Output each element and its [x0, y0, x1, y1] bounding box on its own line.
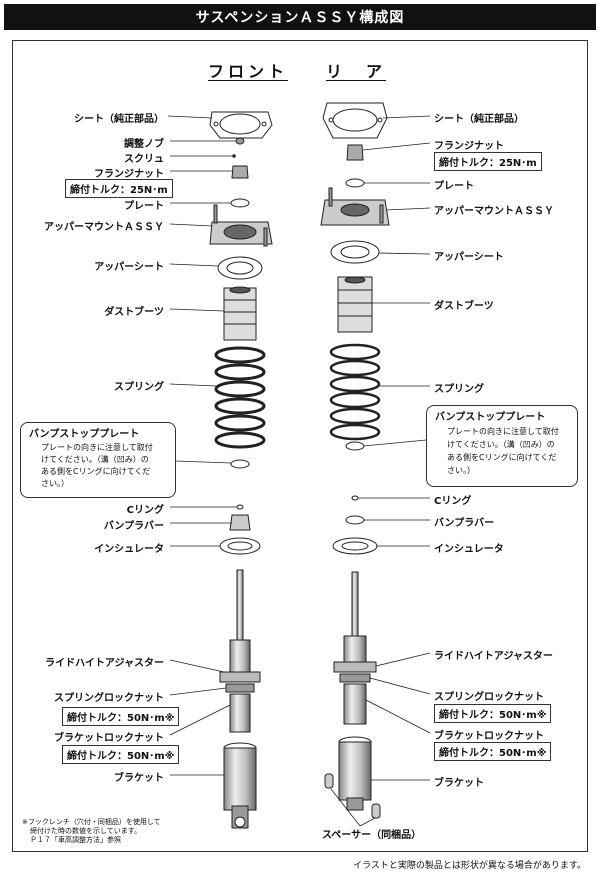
front-c-ring-label: Cリング — [126, 505, 164, 516]
front-upper-seat-part — [217, 256, 263, 280]
rear-bracket-lock-torque-box: 締付トルク：50N･m※ — [434, 742, 552, 761]
front-bracket-part — [223, 742, 257, 829]
rear-ride-height-label: ライドハイトアジャスター — [434, 651, 553, 662]
front-bump-rubber-part — [229, 514, 251, 531]
front-column-heading: フロント — [208, 62, 289, 81]
front-note-line2: けてください。（溝（凹み）の — [41, 455, 149, 464]
rear-note-line2: けてください。（溝（凹み）の — [447, 440, 555, 449]
rear-note-title: バンプストッププレート — [435, 412, 546, 423]
footnote-line1: ※フックレンチ（穴付・同梱品）を使用して — [22, 818, 161, 826]
rear-spacer-part — [324, 773, 381, 819]
front-bracket-label: ブラケット — [114, 773, 164, 784]
rear-column-heading: リ ア — [326, 62, 387, 81]
front-ride-height-label: ライドハイトアジャスター — [45, 658, 164, 669]
rear-flange-torque-box: 締付トルク：25N･m — [434, 152, 542, 171]
rear-flange-nut-part — [346, 144, 364, 161]
front-bump-stop-note: バンプストッププレート プレートの向きに注意して取付 けてください。（溝（凹み）… — [20, 422, 176, 498]
front-adjust-knob-part — [235, 137, 245, 145]
illustration-disclaimer: イラストと実際の製品とは形状が異なる場合があります。 — [353, 861, 586, 871]
footnote-line2: 締付けた時の数値を示しています。 — [30, 827, 142, 835]
front-dust-boots-part — [223, 286, 257, 341]
diagram-frame — [12, 40, 588, 852]
rear-shock-body-part — [333, 571, 377, 725]
front-dust-boots-label: ダストブーツ — [104, 307, 164, 318]
rear-bump-stop-plate-part — [345, 441, 365, 451]
rear-dust-boots-part — [337, 276, 373, 333]
front-spring-lock-label: スプリングロックナット — [54, 693, 164, 704]
rear-c-ring-part — [351, 495, 359, 501]
front-note-line4: さい。） — [41, 479, 69, 488]
rear-spacer-label: スペーサー（同梱品） — [322, 830, 422, 841]
front-insulator-part — [219, 537, 261, 555]
rear-seat-label: シート（純正部品） — [434, 114, 524, 125]
rear-bump-rubber-label: バンプラバー — [434, 518, 495, 529]
page-title: サスペンションＡＳＳＹ構成図 — [4, 4, 596, 30]
torque-footnote: ※フックレンチ（穴付・同梱品）を使用して 締付けた時の数値を示しています。 Ｐ１… — [22, 818, 161, 845]
rear-insulator-part — [332, 537, 378, 555]
footnote-line3: Ｐ１７「車高調整方法」参照 — [30, 836, 121, 844]
front-shock-body-part — [219, 569, 261, 733]
front-seat-part — [209, 111, 273, 139]
rear-bracket-label: ブラケット — [434, 778, 484, 789]
rear-plate-part — [345, 178, 365, 188]
rear-note-line4: さい。） — [447, 466, 475, 475]
front-bump-rubber-label: バンプラバー — [103, 521, 164, 532]
rear-plate-label: プレート — [434, 181, 474, 192]
rear-spring-label: スプリング — [434, 384, 484, 395]
front-adjust-knob-label: 調整ノブ — [124, 139, 164, 150]
rear-insulator-label: インシュレータ — [434, 544, 504, 555]
front-insulator-label: インシュレータ — [94, 544, 164, 555]
rear-dust-boots-label: ダストブーツ — [434, 301, 494, 312]
rear-bump-stop-note: バンプストッププレート プレートの向きに注意して取付 けてください。（溝（凹み）… — [426, 405, 578, 487]
front-plate-label: プレート — [124, 201, 164, 212]
front-screw-label: スクリュ — [124, 154, 164, 165]
front-flange-torque-box: 締付トルク：25N･m — [65, 179, 173, 198]
rear-spring-lock-torque-box: 締付トルク：50N･m※ — [434, 704, 552, 723]
rear-note-line3: ある側をCリングに向けてくだ — [447, 453, 557, 462]
rear-upper-mount-part — [320, 187, 390, 226]
front-flange-nut-part — [231, 165, 249, 179]
rear-upper-mount-label: アッパーマウントＡＳＳＹ — [434, 206, 554, 217]
front-note-line1: プレートの向きに注意して取付 — [41, 443, 153, 452]
rear-spring-lock-label: スプリングロックナット — [434, 692, 544, 703]
rear-seat-part — [322, 102, 388, 139]
rear-c-ring-label: Cリング — [434, 496, 472, 507]
front-note-line3: ある側をCリングに向けてくだ — [41, 467, 151, 476]
rear-bracket-lock-label: ブラケットロックナット — [434, 731, 544, 742]
front-screw-part — [232, 154, 236, 158]
front-upper-mount-part — [209, 204, 273, 247]
front-spring-part — [214, 346, 266, 449]
front-upper-seat-label: アッパーシート — [94, 262, 164, 273]
rear-spring-part — [329, 343, 381, 441]
front-c-ring-part — [236, 504, 244, 510]
rear-upper-seat-part — [330, 240, 380, 264]
front-spring-lock-torque-box: 締付トルク：50N･m※ — [62, 707, 180, 726]
front-bracket-lock-label: ブラケットロックナット — [54, 733, 164, 744]
front-upper-mount-label: アッパーマウントＡＳＳＹ — [44, 222, 164, 233]
front-spring-label: スプリング — [114, 382, 164, 393]
rear-flange-nut-label: フランジナット — [434, 141, 504, 152]
rear-upper-seat-label: アッパーシート — [434, 252, 504, 263]
front-flange-nut-label: フランジナット — [94, 169, 164, 180]
front-note-title: バンプストッププレート — [29, 429, 140, 440]
rear-bracket-part — [338, 736, 372, 811]
rear-note-line1: プレートの向きに注意して取付 — [447, 427, 559, 436]
front-bracket-lock-torque-box: 締付トルク：50N･m※ — [62, 745, 180, 764]
front-seat-label: シート（純正部品） — [74, 114, 164, 125]
rear-bump-rubber-part — [345, 515, 365, 525]
front-plate-part — [230, 198, 250, 208]
front-bump-stop-plate-part — [230, 459, 250, 469]
